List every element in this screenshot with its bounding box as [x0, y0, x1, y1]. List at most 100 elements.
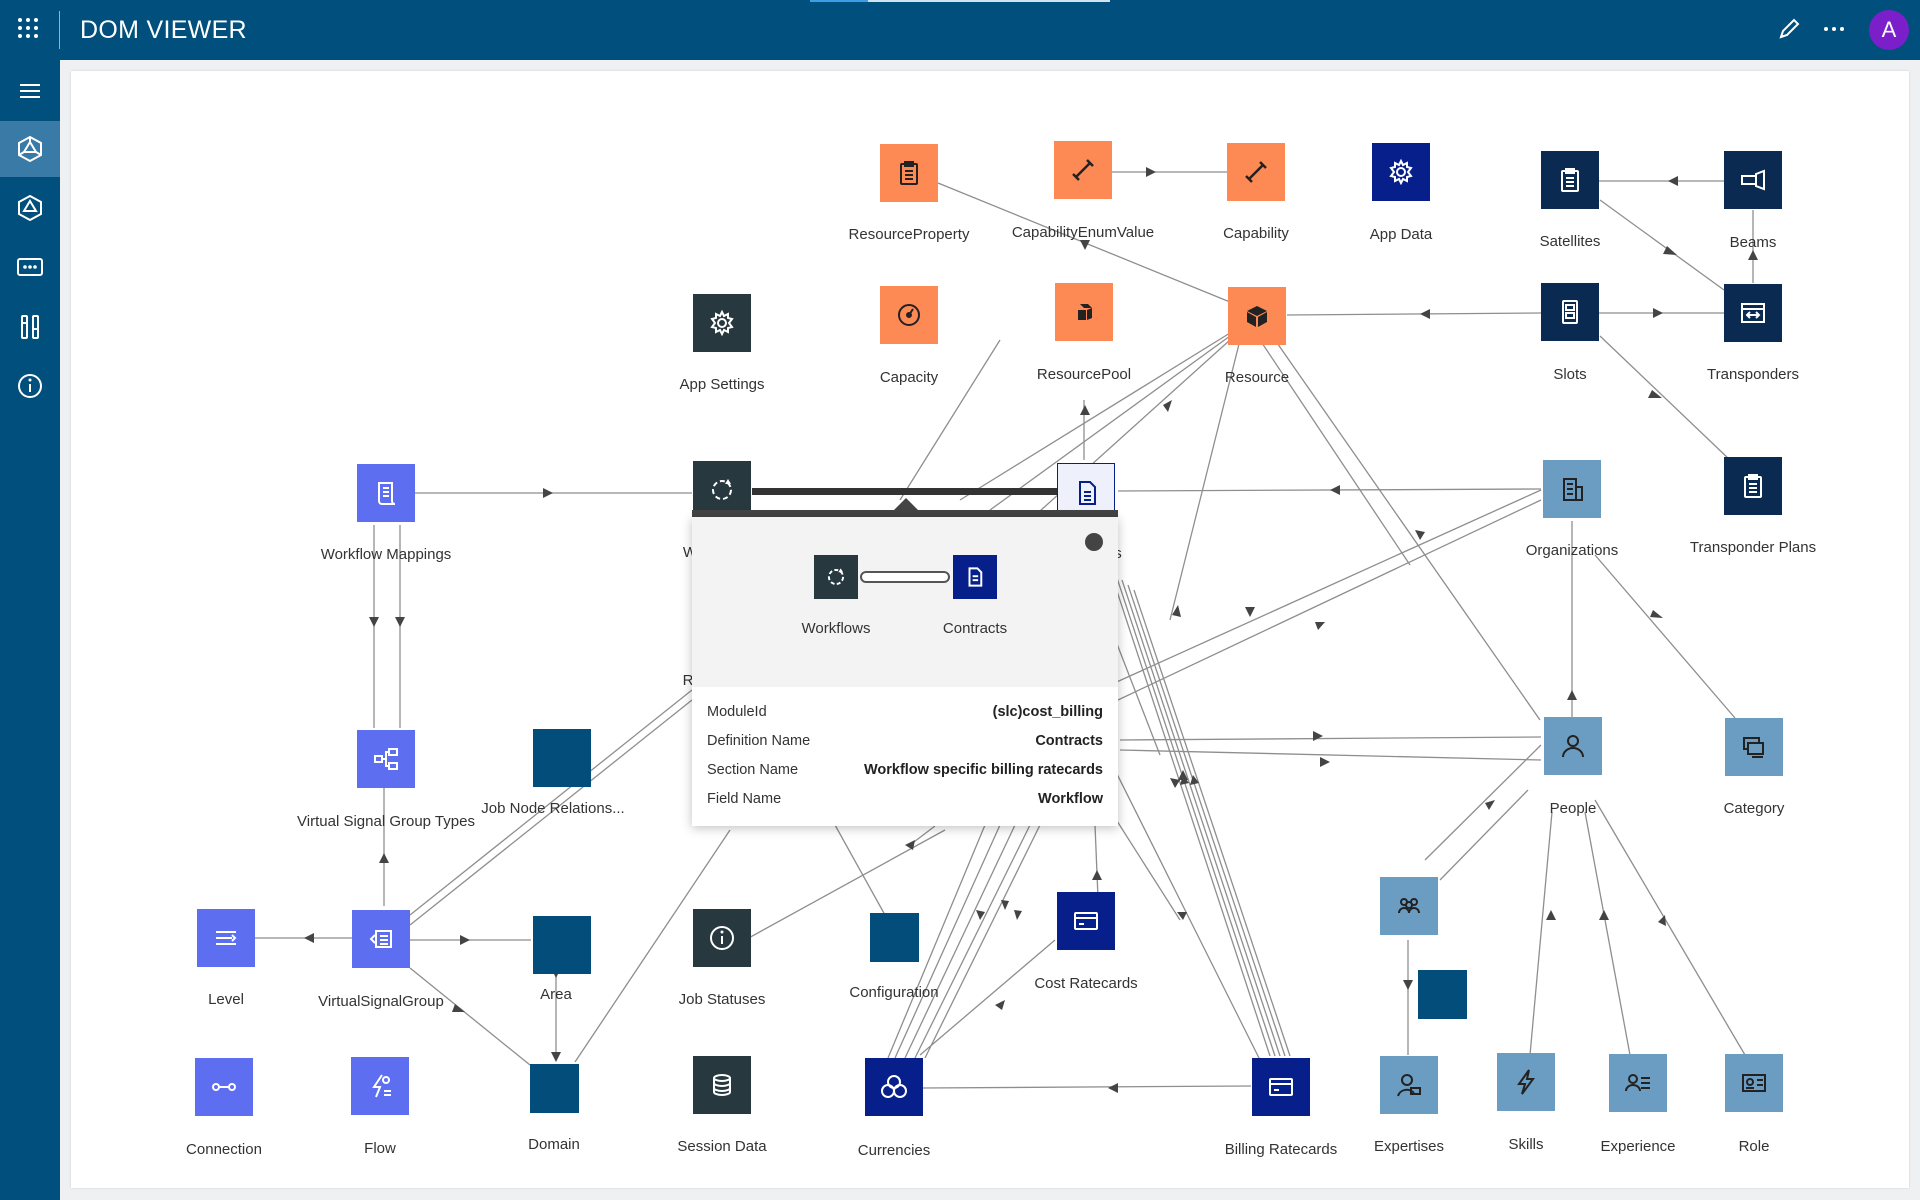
- node-slots[interactable]: [1541, 283, 1599, 341]
- node-label: ResourceProperty: [848, 226, 970, 243]
- polyhedron-icon[interactable]: [0, 121, 60, 177]
- building-icon: [1563, 478, 1583, 501]
- node-label: Slots: [1553, 366, 1587, 383]
- node-job-node-relations[interactable]: [533, 729, 591, 787]
- node-domain[interactable]: [530, 1064, 579, 1113]
- node-teams[interactable]: [1380, 877, 1438, 935]
- node-virtual-signal-group[interactable]: [352, 910, 410, 968]
- row-key: Section Name: [707, 762, 799, 778]
- selected-edge[interactable]: [752, 488, 1058, 495]
- node-label: ResourcePool: [1036, 366, 1132, 383]
- team-icon: [1398, 898, 1420, 914]
- node-organizations[interactable]: [1543, 460, 1601, 518]
- node-app-data[interactable]: [1372, 143, 1430, 201]
- node-skills[interactable]: [1497, 1053, 1555, 1111]
- top-bar: DOM VIEWER A: [0, 0, 1920, 60]
- node-label: Transponders: [1707, 366, 1799, 383]
- hamburger-icon[interactable]: [0, 63, 60, 119]
- signal-group-icon: [369, 930, 392, 948]
- level-icon: [216, 931, 237, 945]
- row-key: Field Name: [707, 791, 782, 807]
- popup-row: Section Name Workflow specific billing r…: [707, 758, 1103, 784]
- node-level[interactable]: [197, 909, 255, 967]
- node-label: VirtualSignalGroup: [318, 993, 444, 1010]
- node-people[interactable]: [1544, 717, 1602, 775]
- node-label: Flow: [364, 1140, 396, 1157]
- node-workflow-mappings[interactable]: [357, 464, 415, 522]
- node-capability[interactable]: [1227, 143, 1285, 201]
- node-transponder-plans[interactable]: [1724, 457, 1782, 515]
- node-virtual-signal-group-types[interactable]: [357, 730, 415, 788]
- partial-label: R: [682, 672, 694, 689]
- node-currencies[interactable]: [865, 1058, 923, 1116]
- grid-icon[interactable]: [16, 16, 44, 44]
- node-resource[interactable]: [1228, 287, 1286, 345]
- node-area[interactable]: [533, 916, 591, 974]
- node-transponders[interactable]: [1724, 284, 1782, 342]
- tree-icon: [374, 748, 398, 770]
- clipboard-icon: [1561, 168, 1579, 192]
- node-label: Configuration: [849, 984, 939, 1001]
- node-app-settings[interactable]: [693, 294, 751, 352]
- transponder-icon: [1741, 303, 1765, 323]
- node-beams[interactable]: [1724, 151, 1782, 209]
- node-satellites[interactable]: [1541, 151, 1599, 209]
- ellipsis-icon[interactable]: [1821, 16, 1849, 44]
- avatar[interactable]: A: [1869, 10, 1909, 50]
- node-role[interactable]: [1725, 1054, 1783, 1112]
- dots-box-icon[interactable]: [0, 239, 60, 295]
- node-configuration[interactable]: [870, 913, 919, 962]
- close-dot-icon[interactable]: [1085, 533, 1103, 551]
- node-session-data[interactable]: [693, 1056, 751, 1114]
- node-workflows[interactable]: [693, 461, 751, 519]
- app-title: DOM VIEWER: [80, 16, 247, 44]
- gear-icon: [1389, 158, 1413, 186]
- coins-icon: [881, 1075, 907, 1098]
- slots-icon: [1562, 300, 1578, 324]
- flow-icon: [372, 1074, 391, 1098]
- row-value: Workflow: [1038, 791, 1103, 807]
- card-icon: [1074, 912, 1098, 930]
- flashlight-icon: [1741, 169, 1765, 191]
- node-cost-ratecards[interactable]: [1057, 892, 1115, 950]
- popup-to-node[interactable]: [953, 555, 997, 599]
- popup-to-label: Contracts: [942, 620, 1008, 637]
- node-flow[interactable]: [351, 1057, 409, 1115]
- info-icon[interactable]: [0, 358, 60, 414]
- node-connection[interactable]: [195, 1058, 253, 1116]
- node-resource-pool[interactable]: [1055, 283, 1113, 341]
- pencil-icon[interactable]: [1776, 16, 1804, 44]
- popup-row: Definition Name Contracts: [707, 729, 1103, 755]
- node-resource-property[interactable]: [880, 144, 938, 202]
- node-label: Expertises: [1373, 1138, 1445, 1155]
- node-category[interactable]: [1725, 718, 1783, 776]
- popup-from-node[interactable]: [814, 555, 858, 599]
- node-label: People: [1549, 800, 1597, 817]
- node-label: App Settings: [679, 376, 765, 393]
- tools-icon[interactable]: [0, 299, 60, 355]
- node-label: Skills: [1508, 1136, 1544, 1153]
- node-label: App Data: [1369, 226, 1433, 243]
- connection-icon: [212, 1083, 236, 1091]
- node-job-statuses[interactable]: [693, 909, 751, 967]
- node-label: Satellites: [1539, 233, 1601, 250]
- node-billing-ratecards[interactable]: [1252, 1058, 1310, 1116]
- node-expertises[interactable]: [1380, 1056, 1438, 1114]
- wrench-icon: [1245, 161, 1267, 183]
- row-value: Workflow specific billing ratecards: [863, 762, 1103, 778]
- node-capacity[interactable]: [880, 286, 938, 344]
- node-label: Currencies: [857, 1142, 931, 1159]
- loading-bar: [810, 0, 1110, 2]
- node-label: Category: [1723, 800, 1785, 817]
- stack-icon: [1743, 737, 1764, 758]
- gear-icon: [710, 309, 734, 337]
- cubes-icon: [1078, 304, 1092, 320]
- node-experience[interactable]: [1609, 1054, 1667, 1112]
- popup-from-label: Workflows: [801, 620, 871, 637]
- row-value: (slc)cost_billing: [992, 704, 1103, 720]
- polyhedron-outline-icon[interactable]: [0, 180, 60, 236]
- node-capability-enum-value[interactable]: [1054, 141, 1112, 199]
- node-label: Virtual Signal Group Types: [297, 813, 475, 830]
- person-list-icon: [1625, 1074, 1650, 1092]
- node-unnamed-teal[interactable]: [1418, 970, 1467, 1019]
